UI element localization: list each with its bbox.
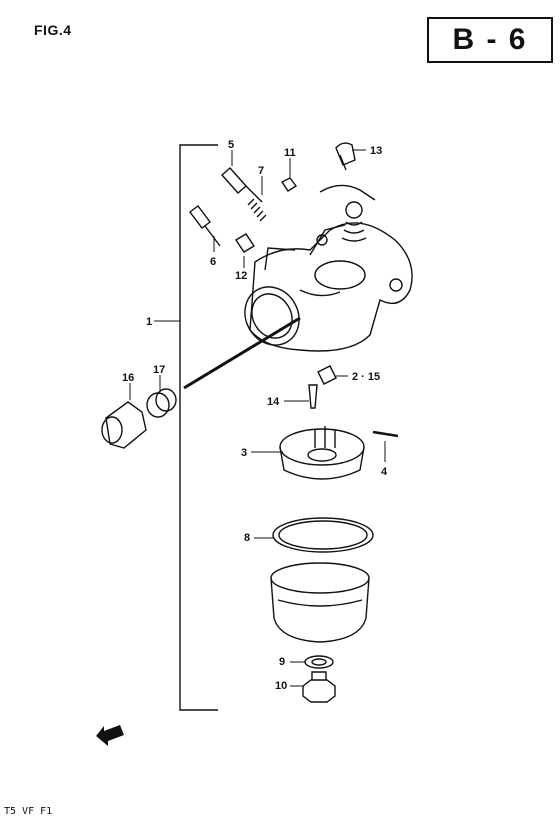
float-bowl bbox=[270, 562, 370, 643]
part-10-bolt bbox=[302, 671, 336, 703]
assembly-bracket bbox=[179, 144, 218, 711]
part-9-washer bbox=[304, 655, 334, 669]
callout-16: 16 bbox=[122, 372, 134, 384]
part-5-screw bbox=[221, 167, 263, 203]
callout-17: 17 bbox=[153, 364, 165, 376]
part-3-float bbox=[279, 426, 365, 480]
part-6-needle bbox=[189, 205, 221, 247]
callout-7: 7 bbox=[258, 165, 264, 177]
callout-2-15: 2 · 15 bbox=[352, 371, 380, 383]
throttle-assembly bbox=[319, 142, 376, 242]
callout-8: 8 bbox=[244, 532, 250, 544]
callout-6: 6 bbox=[210, 256, 216, 268]
part-4-pin bbox=[372, 430, 399, 438]
part-7-spring bbox=[247, 198, 267, 222]
callout-1: 1 bbox=[146, 316, 152, 328]
callout-3: 3 bbox=[241, 447, 247, 459]
callout-12: 12 bbox=[235, 270, 247, 282]
section-code-box: B - 6 bbox=[427, 17, 553, 63]
callout-10: 10 bbox=[275, 680, 287, 692]
callout-11: 11 bbox=[284, 147, 296, 159]
part-12-clip bbox=[235, 233, 255, 253]
carburetor-body bbox=[244, 222, 413, 352]
part-11-cap bbox=[280, 177, 298, 192]
callout-13: 13 bbox=[370, 145, 382, 157]
callout-14: 14 bbox=[267, 396, 280, 408]
part-14-needle bbox=[308, 384, 318, 409]
part-17-grommet bbox=[146, 388, 177, 418]
fwd-arrow-icon bbox=[96, 725, 124, 746]
part-2-screw bbox=[317, 365, 337, 385]
callout-5: 5 bbox=[228, 139, 234, 151]
figure-label: FIG.4 bbox=[34, 22, 72, 38]
callout-9: 9 bbox=[279, 656, 285, 668]
model-code: T5 VF F1 bbox=[4, 806, 53, 817]
callout-4: 4 bbox=[381, 466, 388, 478]
part-16-cap bbox=[101, 401, 147, 449]
part-8-gasket bbox=[272, 517, 374, 553]
